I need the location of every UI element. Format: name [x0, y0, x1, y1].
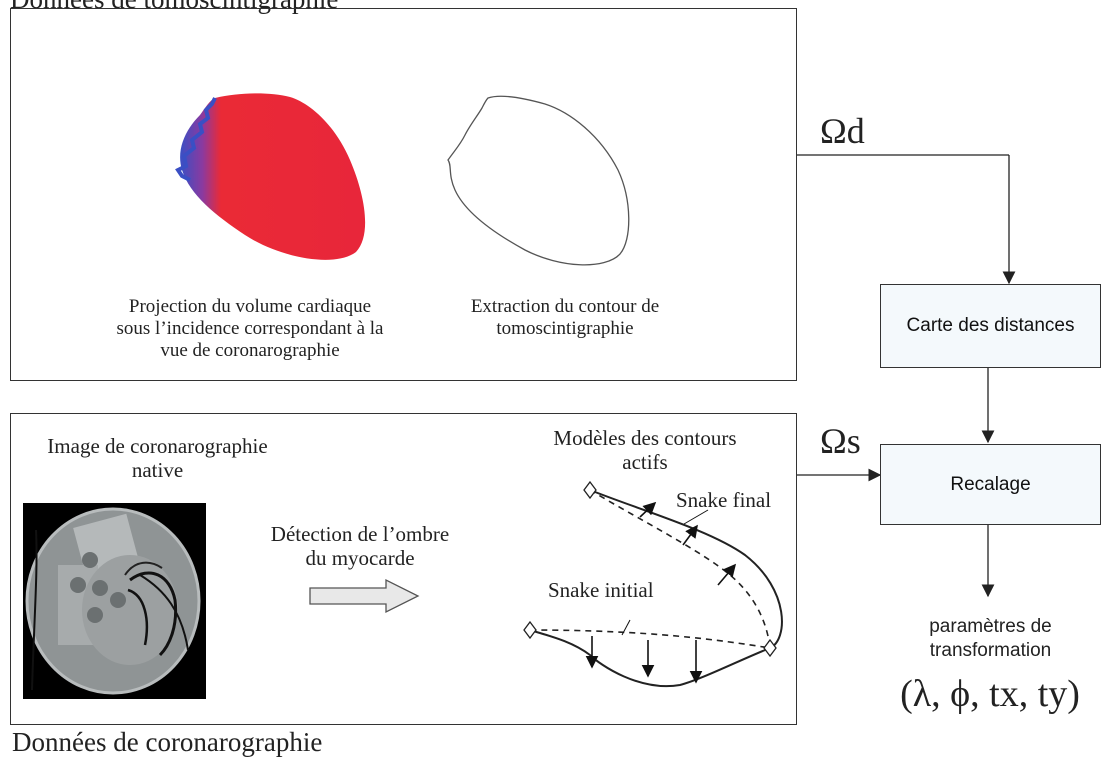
heart-contour	[447, 95, 630, 266]
params-formula: (λ, ϕ, tx, ty)	[900, 673, 1080, 715]
detection-label: Détection de l’ombre du myocarde	[270, 522, 450, 570]
detection-arrow	[309, 578, 420, 614]
coro-title: Données de coronarographie	[12, 727, 323, 757]
tomo-title: Données de tomoscintigraphie	[10, 0, 338, 15]
heart-ragged-edge	[175, 97, 217, 182]
snake-final-curve	[529, 489, 783, 688]
active-contour-models-label: Modèles des contours actifs	[553, 426, 737, 474]
tomo-panel	[10, 8, 797, 381]
distance-map-box: Carte des distances	[880, 284, 1101, 368]
projection-caption: Projection du volume cardiaque sous l’in…	[116, 296, 384, 361]
snake-initial-curve	[529, 489, 771, 649]
contour-caption: Extraction du contour de tomoscintigraph…	[470, 296, 660, 339]
params-label: paramètres de transformation	[929, 616, 1052, 661]
heart-projection	[180, 93, 366, 260]
coro-panel	[10, 413, 797, 725]
registration-box: Recalage	[880, 444, 1101, 525]
omega-s-label: Ωs	[820, 421, 861, 461]
coronarography-image-label: Image de coronarographie native	[47, 434, 268, 482]
omega-d-label: Ωd	[820, 111, 865, 151]
snake-final-label: Snake final	[676, 488, 772, 512]
snake-initial-label: Snake initial	[548, 578, 654, 602]
